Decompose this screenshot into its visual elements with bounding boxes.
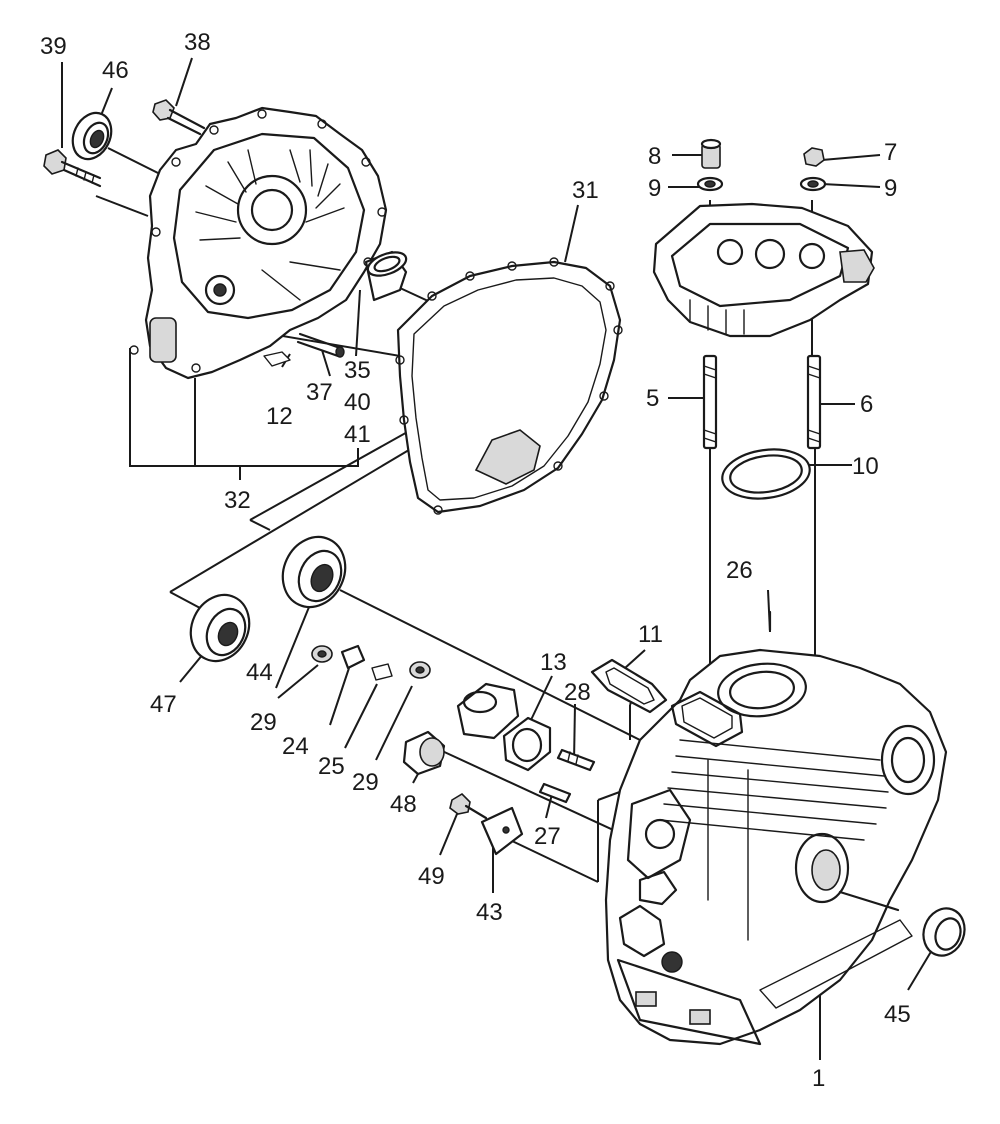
callout-10: 10 bbox=[852, 453, 879, 480]
callout-41: 41 bbox=[344, 421, 371, 448]
part-7-nut bbox=[803, 147, 825, 167]
part-45-oil-seal bbox=[922, 907, 966, 957]
part-46-oil-seal bbox=[71, 111, 113, 161]
part-9-washer-left bbox=[696, 176, 724, 192]
callout-49: 49 bbox=[418, 863, 445, 890]
part-32-crankcase-cover bbox=[129, 106, 388, 380]
part-31-gasket bbox=[395, 257, 623, 515]
part-28-stud bbox=[556, 748, 596, 772]
callout-11: 11 bbox=[638, 621, 663, 648]
part-44-oil-seal bbox=[281, 535, 347, 609]
part-10-gasket-ring bbox=[721, 448, 811, 500]
part-27-stud bbox=[538, 782, 572, 804]
callout-48: 48 bbox=[390, 791, 417, 818]
part-25-clip bbox=[371, 663, 393, 681]
part-8-plug bbox=[700, 138, 722, 169]
callout-1: 1 bbox=[812, 1065, 825, 1092]
part-11-gasket bbox=[590, 658, 668, 714]
callout-35: 35 bbox=[344, 357, 371, 384]
part-5-stud bbox=[702, 354, 718, 450]
callout-12: 12 bbox=[266, 403, 293, 430]
callout-6: 6 bbox=[860, 391, 873, 418]
part-43-plate bbox=[480, 806, 524, 856]
part-29-plug-right bbox=[409, 661, 431, 679]
part-47-oil-seal bbox=[189, 593, 251, 663]
part-13-gasket bbox=[502, 716, 552, 772]
callout-8: 8 bbox=[648, 143, 661, 170]
part-9-washer-right bbox=[799, 176, 827, 192]
callout-27: 27 bbox=[534, 823, 561, 850]
callout-32: 32 bbox=[224, 487, 251, 514]
callout-44: 44 bbox=[246, 659, 273, 686]
callout-37: 37 bbox=[306, 379, 333, 406]
part-49-bolt bbox=[449, 792, 488, 820]
callout-13: 13 bbox=[540, 649, 567, 676]
callout-24: 24 bbox=[282, 733, 309, 760]
part-29-plug-left bbox=[311, 645, 333, 663]
part-24-clip bbox=[340, 644, 366, 670]
callout-31: 31 bbox=[572, 177, 599, 204]
callout-29-left: 29 bbox=[250, 709, 277, 736]
callout-9-right: 9 bbox=[884, 175, 897, 202]
part-39-bolt bbox=[43, 149, 102, 188]
callout-26: 26 bbox=[726, 557, 753, 584]
cylinder-head bbox=[652, 202, 875, 338]
part-12-pin bbox=[263, 351, 291, 367]
part-38-bolt bbox=[152, 99, 206, 136]
callout-38: 38 bbox=[184, 29, 211, 56]
callout-45: 45 bbox=[884, 1001, 911, 1028]
callout-29-right: 29 bbox=[352, 769, 379, 796]
part-37-dowel-pin bbox=[296, 332, 345, 358]
part-48-bushing bbox=[402, 730, 446, 776]
callout-46: 46 bbox=[102, 57, 129, 84]
part-1-cylinder-block bbox=[604, 648, 948, 1046]
callout-43: 43 bbox=[476, 899, 503, 926]
callout-40: 40 bbox=[344, 389, 371, 416]
intake-elbow bbox=[456, 682, 520, 740]
callout-9-left: 9 bbox=[648, 175, 661, 202]
callout-7: 7 bbox=[884, 139, 897, 166]
callout-5: 5 bbox=[646, 385, 659, 412]
part-35-bushing bbox=[364, 250, 408, 302]
callout-labels: 39 46 38 31 8 9 7 9 35 37 40 41 12 32 5 … bbox=[40, 29, 911, 1092]
callout-47: 47 bbox=[150, 691, 177, 718]
callout-25: 25 bbox=[318, 753, 345, 780]
part-6-stud bbox=[806, 354, 822, 450]
callout-28: 28 bbox=[564, 679, 591, 706]
callout-39: 39 bbox=[40, 33, 67, 60]
